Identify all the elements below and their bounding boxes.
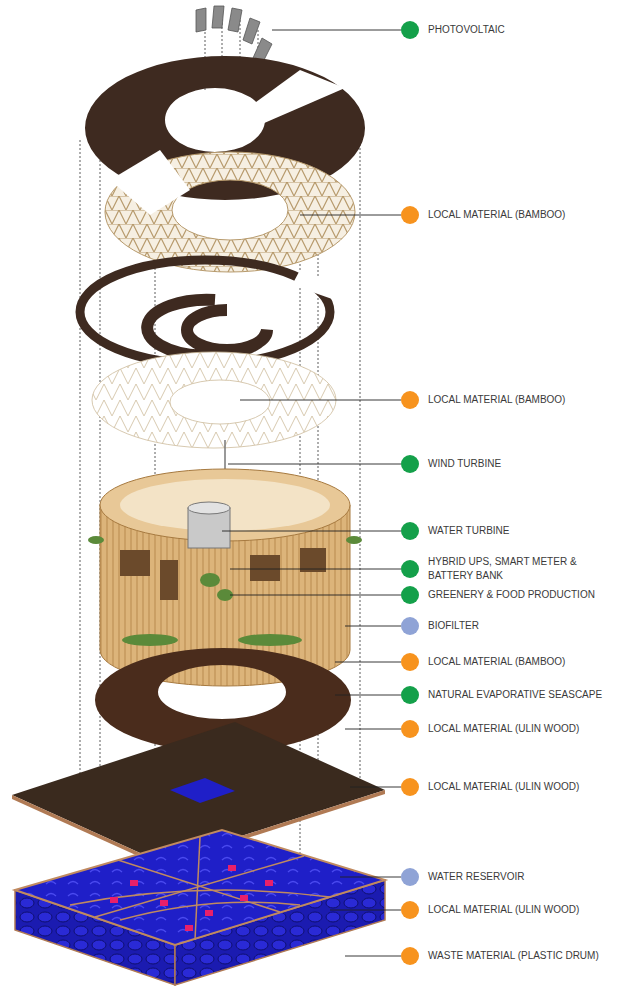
component-label: LOCAL MATERIAL (ULIN WOOD) (428, 722, 579, 736)
component-label: LOCAL MATERIAL (ULIN WOOD) (428, 780, 579, 794)
component-label: WATER TURBINE (428, 524, 509, 538)
component-label: WATER RESERVOIR (428, 870, 525, 884)
component-label: LOCAL MATERIAL (ULIN WOOD) (428, 903, 579, 917)
component-label: PHOTOVOLTAIC (428, 23, 505, 37)
component-label: NATURAL EVAPORATIVE SEASCAPE (428, 688, 602, 702)
component-label: LOCAL MATERIAL (BAMBOO) (428, 655, 565, 669)
component-label: HYBRID UPS, SMART METER & BATTERY BANK (428, 555, 613, 583)
component-label: GREENERY & FOOD PRODUCTION (428, 588, 595, 602)
component-label: LOCAL MATERIAL (BAMBOO) (428, 208, 565, 222)
component-label: WIND TURBINE (428, 457, 501, 471)
component-label: BIOFILTER (428, 619, 479, 633)
component-label: WASTE MATERIAL (PLASTIC DRUM) (428, 949, 599, 963)
component-label: LOCAL MATERIAL (BAMBOO) (428, 393, 565, 407)
